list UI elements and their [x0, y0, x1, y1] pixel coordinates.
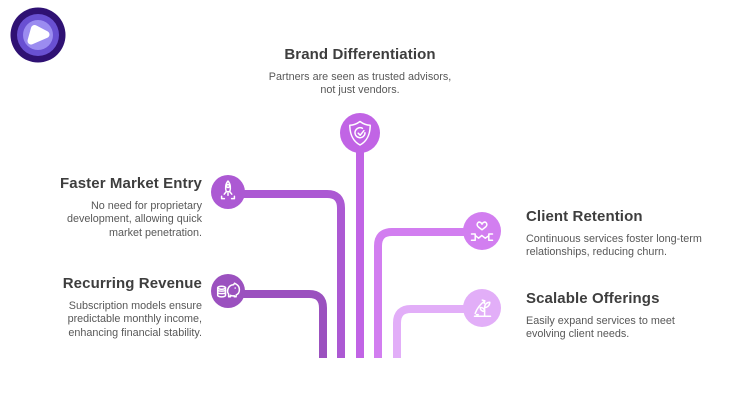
node-description-scalable-offerings: Easily expand services to meet evolving …	[526, 315, 675, 341]
node-description-client-retention: Continuous services foster long-term rel…	[526, 233, 702, 259]
node-title-brand-differentiation: Brand Differentiation	[284, 46, 436, 63]
shield-check-icon	[349, 120, 371, 146]
rocket-launch-icon	[220, 180, 236, 200]
icon-node-faster-market-entry	[211, 175, 245, 209]
icon-node-brand-differentiation	[340, 113, 380, 153]
icon-circle-brand-differentiation	[340, 113, 380, 153]
node-faster-market-entry: Faster Market Entry No need for propriet…	[42, 175, 202, 240]
branch-line-scalable-offerings	[393, 305, 482, 358]
node-title-scalable-offerings: Scalable Offerings	[526, 290, 660, 307]
icon-node-recurring-revenue	[211, 274, 245, 308]
handshake-heart-icon	[470, 221, 494, 241]
node-description-recurring-revenue: Subscription models ensure predictable m…	[67, 300, 202, 339]
plant-growth-icon	[473, 299, 492, 317]
piggy-bank-icon	[216, 282, 241, 298]
node-recurring-revenue: Recurring Revenue Subscription models en…	[42, 275, 202, 340]
icon-node-scalable-offerings	[463, 289, 501, 327]
node-scalable-offerings: Scalable Offerings Easily expand service…	[526, 290, 706, 342]
icon-circle-client-retention	[463, 212, 501, 250]
brand-logo	[10, 7, 66, 63]
node-client-retention: Client Retention Continuous services fos…	[526, 208, 706, 260]
node-title-recurring-revenue: Recurring Revenue	[62, 275, 202, 292]
icon-node-client-retention	[463, 212, 501, 250]
branch-line-recurring-revenue	[228, 290, 327, 358]
node-description-brand-differentiation: Partners are seen as trusted advisors, n…	[268, 71, 452, 97]
branch-line-client-retention	[374, 228, 482, 358]
branch-line-faster-market-entry	[228, 190, 345, 358]
node-brand-differentiation: Brand Differentiation Partners are seen …	[250, 46, 470, 98]
node-title-faster-market-entry: Faster Market Entry	[60, 175, 202, 192]
logo-core-triangle	[27, 25, 50, 45]
node-description-faster-market-entry: No need for proprietary development, all…	[66, 200, 202, 239]
node-title-client-retention: Client Retention	[526, 208, 643, 225]
